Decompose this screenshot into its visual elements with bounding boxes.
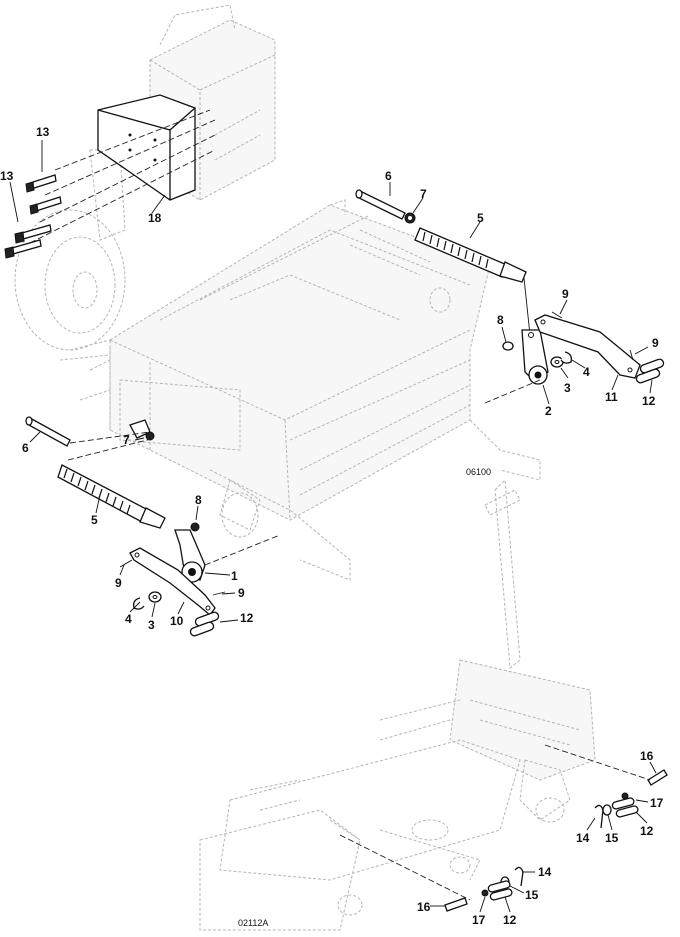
callout-14: 14 [538, 865, 552, 879]
callout-11: 11 [605, 390, 618, 404]
link-10 [129, 547, 216, 616]
dash-guide-rod [67, 431, 156, 461]
callout-5: 5 [477, 211, 484, 225]
bolts-13 [4, 109, 216, 259]
spring-5-lower [57, 464, 166, 529]
callout-6: 6 [385, 169, 392, 183]
callout-15: 15 [605, 831, 619, 845]
pin-16-right [647, 769, 668, 786]
callout-3: 3 [564, 381, 571, 395]
dash-guide-upper [484, 379, 541, 404]
callout-17: 17 [650, 796, 664, 810]
callout-16: 16 [640, 749, 654, 763]
dash-guide-left [339, 834, 471, 901]
callout-3: 3 [148, 618, 155, 632]
callout-15: 15 [525, 888, 539, 902]
callout-5: 5 [91, 513, 98, 527]
callout-9: 9 [238, 586, 245, 600]
callout-labels: 13 13 18 6 7 5 9 8 9 3 4 2 11 12 06100 7… [0, 125, 664, 928]
link-11 [534, 314, 641, 379]
chain-12-upper [635, 358, 665, 384]
lower-linkage-outline [199, 478, 596, 931]
leader-lines [9, 140, 657, 913]
lever-1-lower [174, 529, 206, 583]
weight-block-18 [97, 94, 196, 201]
callout-9: 9 [562, 287, 569, 301]
washer-3-upper [550, 356, 564, 368]
callout-13: 13 [36, 125, 50, 139]
hardware-left [481, 866, 524, 901]
callout-18: 18 [148, 211, 162, 225]
callout-6: 6 [22, 441, 29, 455]
callout-1: 1 [231, 569, 238, 583]
figure-code-lower: 02112A [238, 918, 268, 928]
pin-16-left [444, 897, 468, 912]
callout-4: 4 [583, 365, 590, 379]
callout-12: 12 [642, 394, 656, 408]
callout-7: 7 [420, 187, 427, 201]
callout-4: 4 [125, 612, 132, 626]
callout-8: 8 [195, 493, 202, 507]
figure-code-upper: 06100 [466, 467, 491, 477]
callout-9: 9 [652, 336, 659, 350]
bracket-7-lower [129, 419, 155, 441]
dash-guide-right [544, 744, 651, 781]
clip-4-upper [560, 351, 573, 364]
pin-8-lower [190, 522, 200, 532]
lever-2-upper [521, 329, 549, 385]
callout-14: 14 [576, 831, 590, 845]
nut-7-upper [404, 212, 416, 224]
hardware-right [594, 792, 639, 829]
callout-8: 8 [497, 313, 504, 327]
callout-12: 12 [640, 824, 654, 838]
chain-12-lower [189, 611, 220, 637]
rod-6-lower [25, 416, 71, 447]
callout-13: 13 [0, 169, 14, 183]
callout-17: 17 [472, 913, 486, 927]
callout-2: 2 [545, 404, 552, 418]
callout-10: 10 [170, 614, 184, 628]
callout-9: 9 [115, 576, 122, 590]
rod-6-upper [355, 189, 406, 220]
callout-12: 12 [240, 611, 254, 625]
cotter-9-upper [551, 311, 634, 361]
cotter-9-lower [119, 559, 226, 596]
washer-3-lower [148, 591, 162, 603]
callout-12: 12 [503, 913, 517, 927]
pin-8-upper [502, 341, 514, 351]
dash-guide-lower [204, 534, 281, 566]
spring-5-upper [414, 227, 531, 336]
callout-7: 7 [123, 433, 130, 447]
callout-16: 16 [417, 900, 431, 914]
